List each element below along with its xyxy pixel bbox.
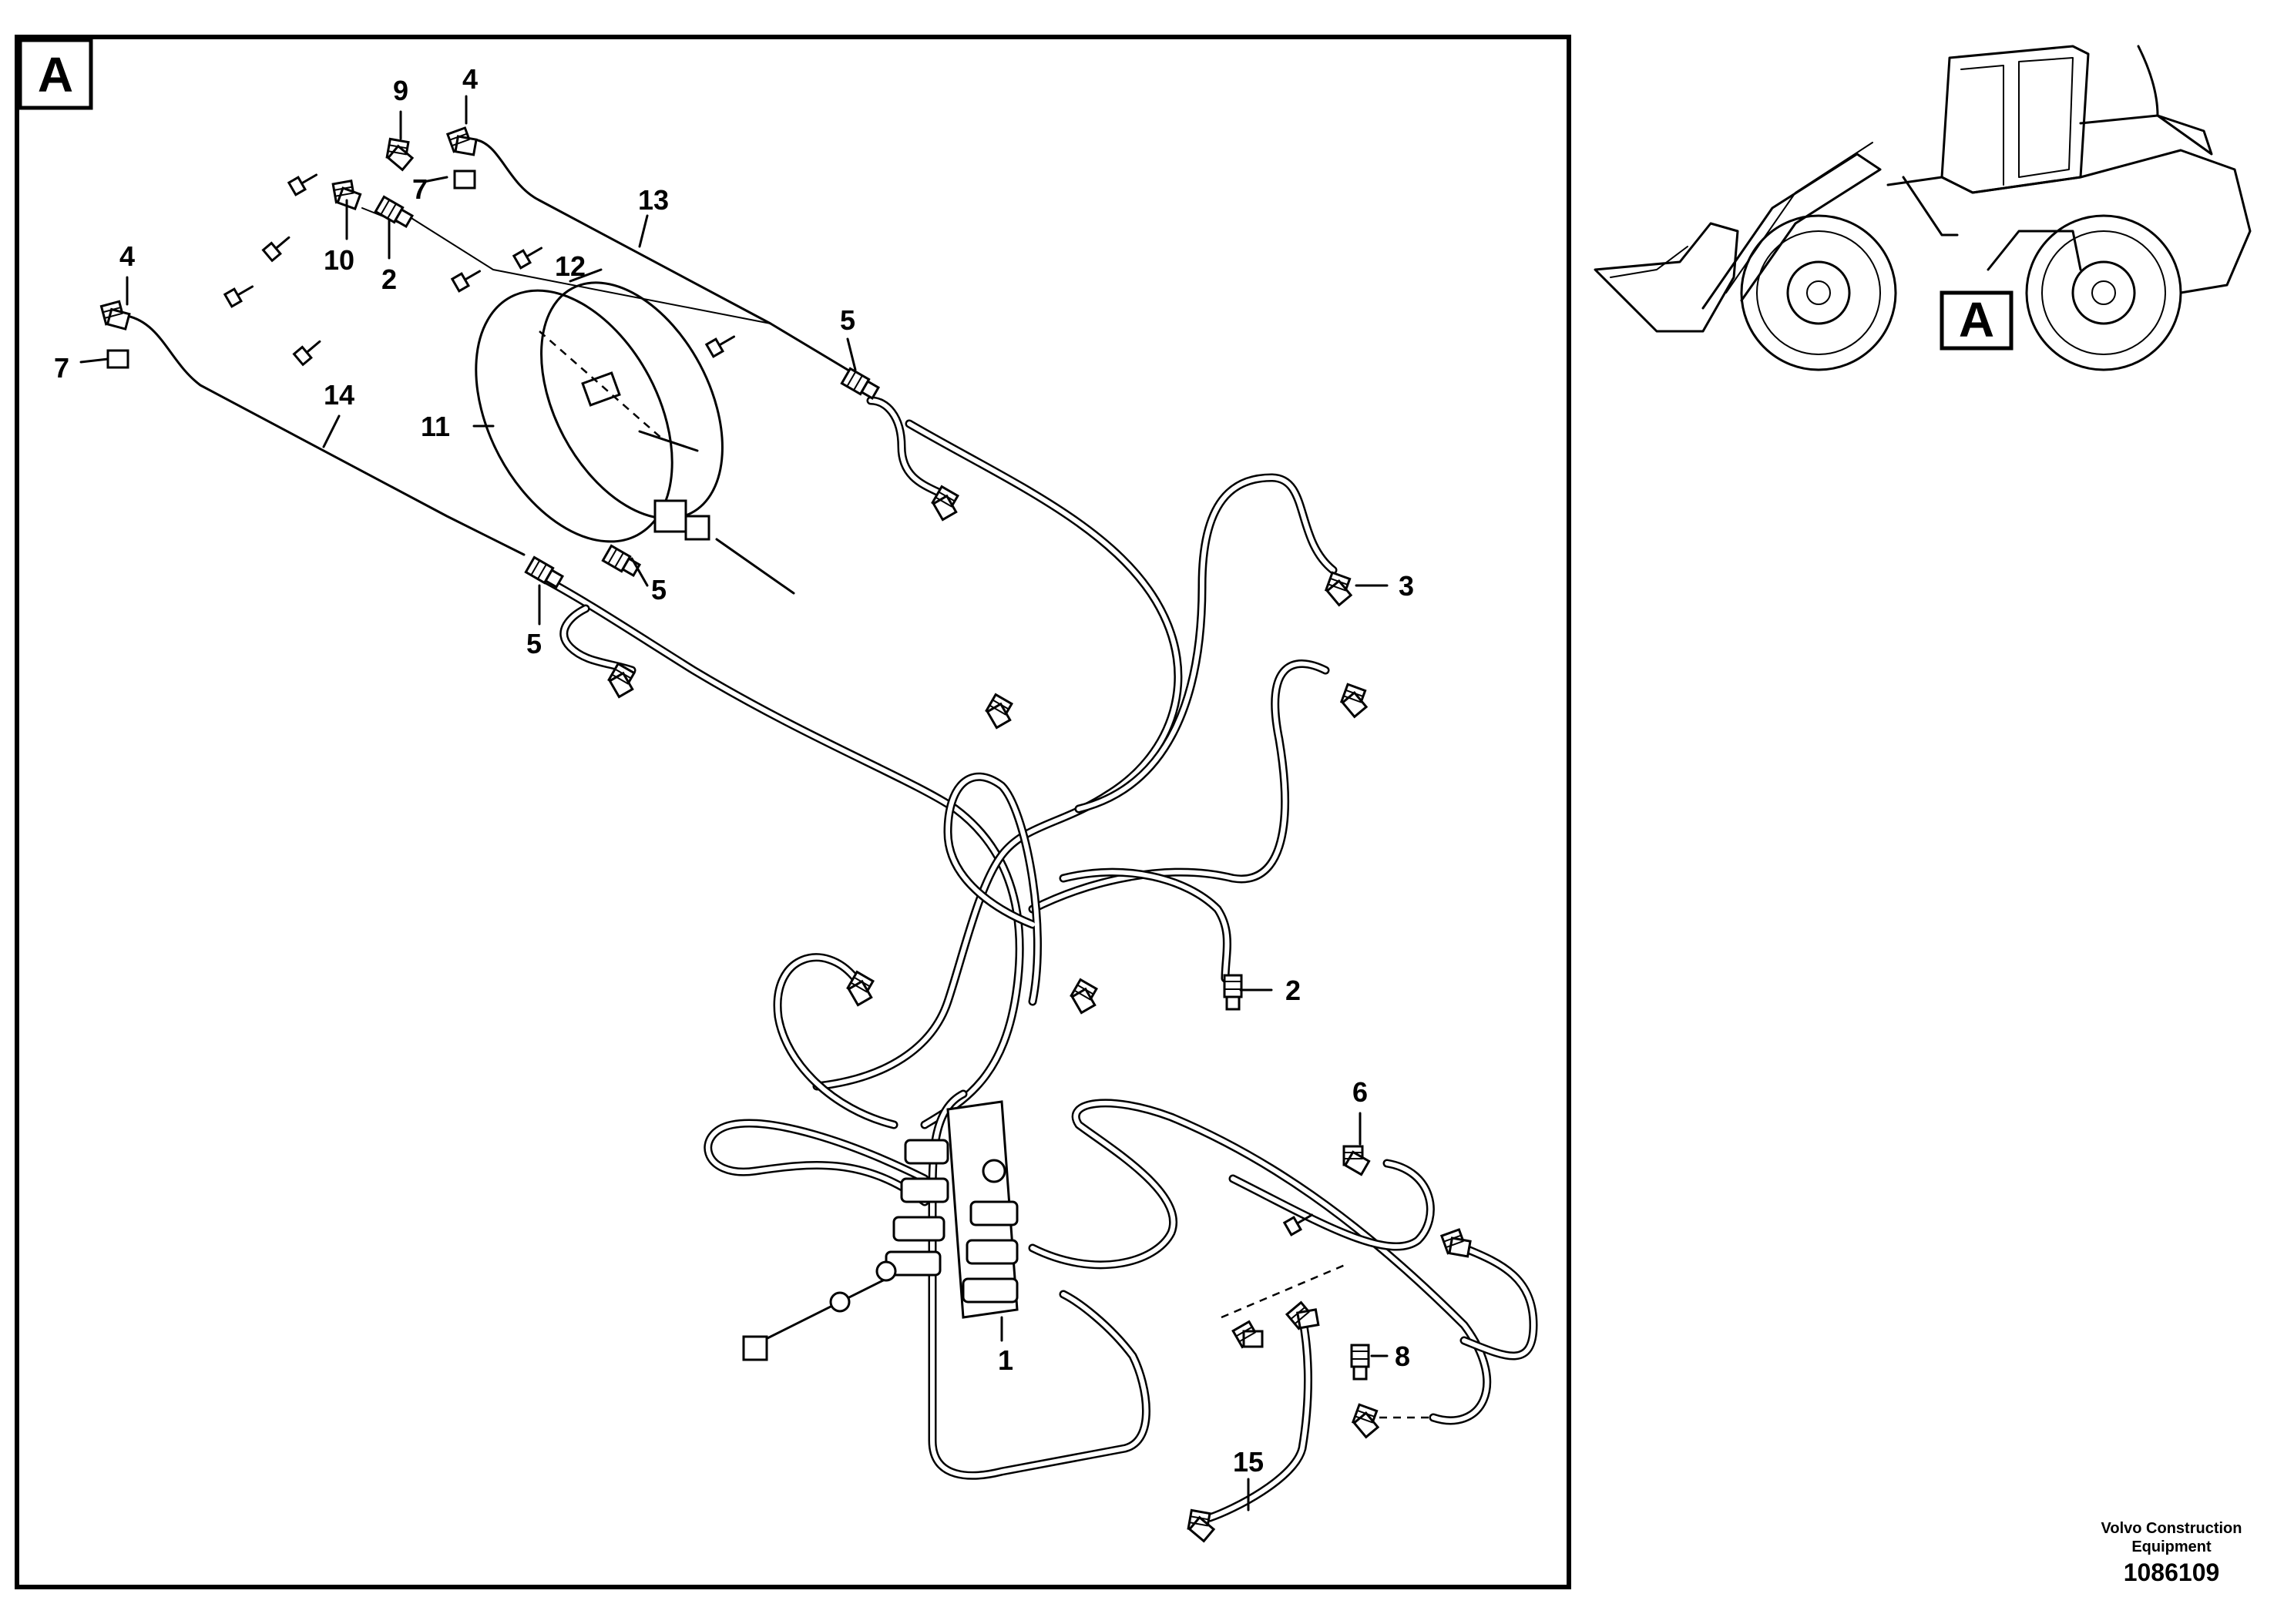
view-frame (15, 35, 1571, 1589)
callout-2-upper: 2 (381, 263, 397, 295)
callout-12: 12 (555, 250, 586, 282)
callout-14: 14 (324, 379, 354, 411)
callout-7-upper: 7 (412, 173, 428, 205)
view-label-box (18, 38, 93, 110)
callout-1: 1 (998, 1344, 1013, 1376)
publisher-name-line1: Volvo Construction (2101, 1520, 2242, 1537)
callout-3: 3 (1399, 570, 1414, 602)
callout-9: 9 (393, 75, 408, 106)
callout-5-middle: 5 (651, 574, 667, 606)
view-label: A (38, 47, 73, 102)
locator-label-box (1940, 290, 2014, 351)
wheel-loader-locator: A (1594, 45, 2252, 371)
callout-7-left: 7 (54, 352, 69, 384)
publisher-info: Volvo Construction Equipment 1086109 (2101, 1520, 2242, 1586)
callout-5-upper: 5 (840, 304, 855, 336)
ring-clamp (475, 281, 795, 595)
leader-lines (79, 95, 1389, 1512)
callout-15: 15 (1233, 1446, 1264, 1478)
locator-label: A (1959, 292, 1994, 347)
callout-5-lower: 5 (526, 628, 542, 659)
callout-8: 8 (1395, 1340, 1410, 1372)
callouts: 9 4 7 10 2 4 7 13 12 5 14 11 5 5 3 2 6 8… (54, 63, 1414, 1478)
callout-4-left: 4 (119, 240, 135, 272)
fittings (99, 124, 1476, 1544)
publisher-name-line2: Equipment (2131, 1538, 2212, 1555)
callout-11: 11 (421, 411, 450, 442)
illustration-number: 1086109 (2124, 1559, 2220, 1586)
callout-4-upper: 4 (462, 63, 478, 95)
callout-10: 10 (324, 244, 354, 276)
valve-block (742, 1100, 1019, 1361)
hydraulic-lines (535, 396, 1538, 1522)
callout-6: 6 (1352, 1076, 1368, 1108)
callout-13: 13 (638, 184, 669, 216)
thin-tubes (126, 139, 849, 556)
callout-2-right: 2 (1285, 975, 1301, 1006)
